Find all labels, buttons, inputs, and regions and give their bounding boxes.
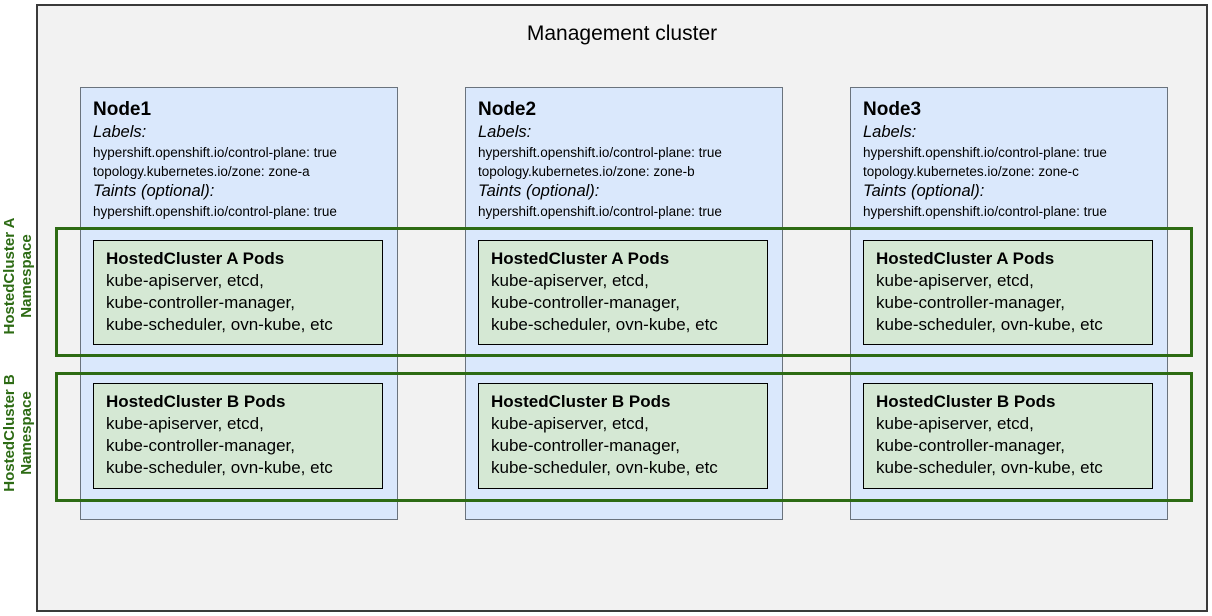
node-box-node1: Node1 Labels: hypershift.openshift.io/co… (80, 87, 398, 520)
node2-labels-heading: Labels: (478, 123, 532, 141)
node3-header: Node3 Labels: hypershift.openshift.io/co… (851, 88, 1167, 221)
pod-line: kube-apiserver, etcd, (106, 271, 264, 290)
namespace-label-line2: Namespace (18, 234, 35, 318)
pod-line: kube-scheduler, ovn-kube, etc (876, 315, 1103, 334)
pod-box-title: HostedCluster B Pods (106, 392, 286, 411)
node1-header: Node1 Labels: hypershift.openshift.io/co… (81, 88, 397, 221)
node1-taints-heading: Taints (optional): (93, 182, 215, 200)
pod-line: kube-scheduler, ovn-kube, etc (491, 458, 718, 477)
pod-line: kube-controller-manager, (106, 293, 295, 312)
node1-hostedcluster-b-pods-box: HostedCluster B Pods kube-apiserver, etc… (93, 383, 383, 489)
node2-taints-heading: Taints (optional): (478, 182, 600, 200)
node1-labels-heading: Labels: (93, 123, 147, 141)
node2-header: Node2 Labels: hypershift.openshift.io/co… (466, 88, 782, 221)
node1-label-line: topology.kubernetes.io/zone: zone-a (93, 164, 310, 179)
node-box-node2: Node2 Labels: hypershift.openshift.io/co… (465, 87, 783, 520)
node2-label-line: topology.kubernetes.io/zone: zone-b (478, 164, 695, 179)
node3-label-line: hypershift.openshift.io/control-plane: t… (863, 145, 1107, 160)
node2-name: Node2 (478, 99, 537, 120)
pod-line: kube-controller-manager, (106, 436, 295, 455)
node3-labels-heading: Labels: (863, 123, 917, 141)
pod-box-title: HostedCluster A Pods (106, 249, 285, 268)
hostedcluster-b-namespace-label: HostedCluster B Namespace (1, 363, 37, 503)
pod-line: kube-scheduler, ovn-kube, etc (876, 458, 1103, 477)
node-box-node3: Node3 Labels: hypershift.openshift.io/co… (850, 87, 1168, 520)
node1-taint-line: hypershift.openshift.io/control-plane: t… (93, 204, 337, 219)
node3-hostedcluster-a-pods-box: HostedCluster A Pods kube-apiserver, etc… (863, 240, 1153, 345)
pod-line: kube-apiserver, etcd, (876, 271, 1034, 290)
pod-box-title: HostedCluster A Pods (876, 249, 1055, 268)
node1-label-line: hypershift.openshift.io/control-plane: t… (93, 145, 337, 160)
node3-taints-heading: Taints (optional): (863, 182, 985, 200)
node3-taint-line: hypershift.openshift.io/control-plane: t… (863, 204, 1107, 219)
namespace-label-line2: Namespace (18, 391, 35, 475)
pod-box-title: HostedCluster A Pods (491, 249, 670, 268)
node3-label-line: topology.kubernetes.io/zone: zone-c (863, 164, 1079, 179)
pod-box-title: HostedCluster B Pods (876, 392, 1056, 411)
node2-hostedcluster-b-pods-box: HostedCluster B Pods kube-apiserver, etc… (478, 383, 768, 489)
pod-line: kube-controller-manager, (876, 293, 1065, 312)
pod-line: kube-apiserver, etcd, (491, 271, 649, 290)
node2-hostedcluster-a-pods-box: HostedCluster A Pods kube-apiserver, etc… (478, 240, 768, 345)
diagram-title: Management cluster (526, 22, 718, 45)
pod-line: kube-controller-manager, (876, 436, 1065, 455)
pod-line: kube-apiserver, etcd, (876, 414, 1034, 433)
hostedcluster-a-namespace-label: HostedCluster A Namespace (1, 206, 37, 346)
node2-label-line: hypershift.openshift.io/control-plane: t… (478, 145, 722, 160)
pod-line: kube-scheduler, ovn-kube, etc (106, 458, 333, 477)
namespace-label-line1: HostedCluster A (1, 217, 18, 335)
pod-line: kube-scheduler, ovn-kube, etc (491, 315, 718, 334)
node1-hostedcluster-a-pods-box: HostedCluster A Pods kube-apiserver, etc… (93, 240, 383, 345)
pod-line: kube-apiserver, etcd, (106, 414, 264, 433)
namespace-label-line1: HostedCluster B (1, 374, 18, 492)
pod-line: kube-controller-manager, (491, 436, 680, 455)
node3-name: Node3 (863, 99, 922, 120)
node2-taint-line: hypershift.openshift.io/control-plane: t… (478, 204, 722, 219)
pod-line: kube-scheduler, ovn-kube, etc (106, 315, 333, 334)
node3-hostedcluster-b-pods-box: HostedCluster B Pods kube-apiserver, etc… (863, 383, 1153, 489)
pod-line: kube-apiserver, etcd, (491, 414, 649, 433)
pod-line: kube-controller-manager, (491, 293, 680, 312)
node1-name: Node1 (93, 99, 152, 120)
pod-box-title: HostedCluster B Pods (491, 392, 671, 411)
